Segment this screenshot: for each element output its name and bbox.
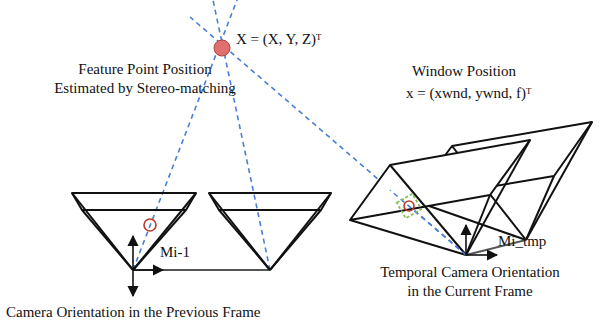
point-label: X = (X, Y, Z)ᵀ — [236, 30, 322, 49]
ray-line — [390, 190, 466, 255]
axis-arrow — [133, 236, 163, 296]
caption-label: Camera Orientation in the Previous Frame — [6, 303, 261, 322]
baseline — [133, 269, 270, 271]
matrix-label: Mi-1 — [160, 243, 190, 262]
axis-arrow — [466, 225, 497, 255]
search-window — [397, 194, 422, 219]
projection-circle — [144, 219, 156, 231]
ray-line — [133, 0, 237, 270]
ray-line — [190, 17, 466, 255]
window-point — [404, 201, 414, 211]
matrix-label: Mi_tmp — [498, 232, 546, 251]
coordinate-label: x = (xwnd, ywnd, f)ᵀ — [406, 84, 532, 103]
camera-frustum — [209, 193, 331, 270]
caption-label: Feature Point Position Estimated by Ster… — [50, 60, 240, 98]
caption-label: Window Position — [412, 62, 516, 81]
caption-label: Temporal Camera Orientation in the Curre… — [376, 263, 564, 301]
feature-point — [214, 40, 230, 56]
camera-frustum — [72, 193, 196, 270]
